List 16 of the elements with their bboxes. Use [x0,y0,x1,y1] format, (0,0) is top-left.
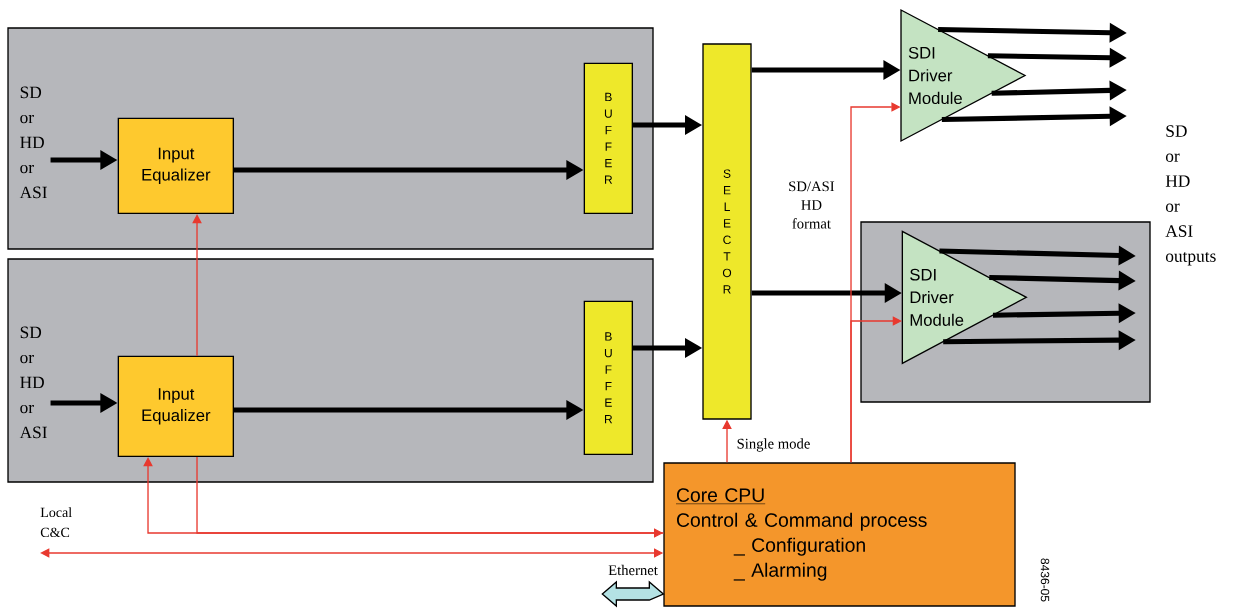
edge-label: Ethernet [608,564,658,576]
input-label: SD or HD or ASI [19,86,47,199]
equalizer-box: Input Equalizer [117,117,234,214]
vertical-block: SELECTOR [702,43,752,420]
equalizer-box: Input Equalizer [117,355,234,457]
arrow [192,214,202,357]
edge-label: SD/ASI HD format [789,181,835,229]
output-label: SD or HD or ASI outputs [1165,125,1216,266]
arrow [143,457,664,534]
input-label: SD or HD or ASI [19,326,47,439]
figure-number: 8436-05 [1040,558,1050,602]
vertical-block: BUFFER [583,62,633,214]
vertical-block: BUFFER [583,300,633,455]
cpu-box: Core CPU Control & Command process _ Configuration _ Alarming [663,462,1016,607]
edge-label: Single mode [737,438,810,452]
port-label: Local C&C [40,507,72,538]
